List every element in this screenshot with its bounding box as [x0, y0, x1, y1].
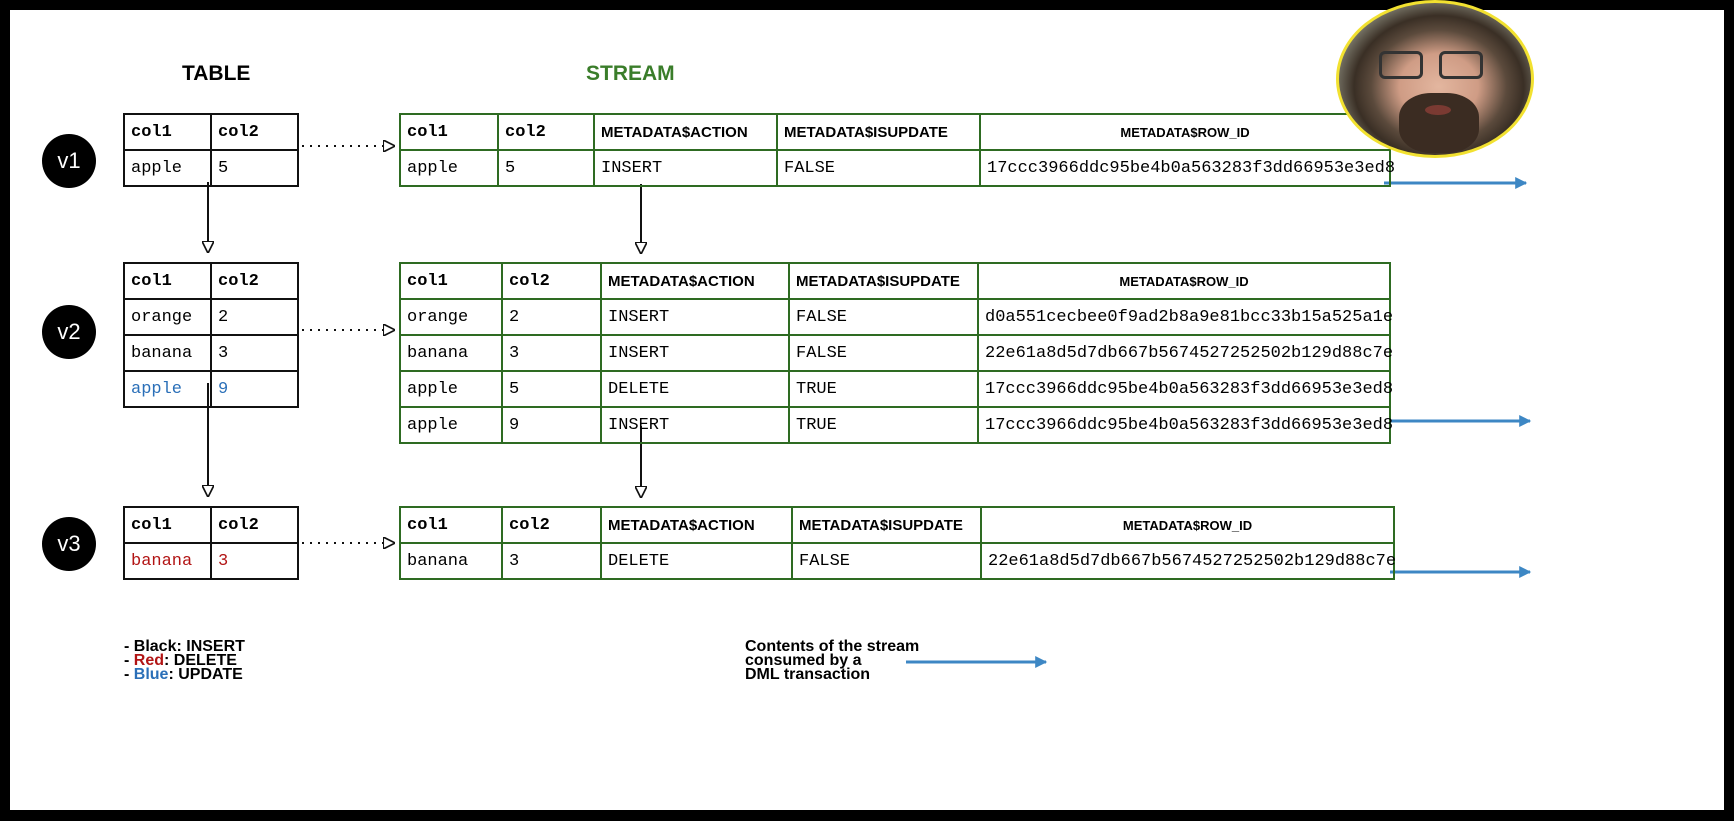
stream-v2: col1 col2 METADATA$ACTION METADATA$ISUPD… — [399, 262, 1393, 444]
col2-cell: 3 — [501, 542, 602, 580]
stream-row: apple 5 INSERT FALSE 17ccc3966ddc95be4b0… — [399, 149, 1395, 187]
isupdate-cell: FALSE — [791, 542, 982, 580]
col1-cell-deleted: banana — [123, 542, 212, 580]
action-cell: DELETE — [600, 542, 793, 580]
col2-header: col2 — [210, 506, 299, 544]
col1-cell: apple — [399, 149, 499, 187]
col1-cell: banana — [123, 334, 212, 372]
stream-row: banana 3 INSERT FALSE 22e61a8d5d7db667b5… — [399, 334, 1393, 372]
stream-header-row: col1 col2 METADATA$ACTION METADATA$ISUPD… — [399, 506, 1395, 544]
col1-cell-updated: apple — [123, 370, 212, 408]
presenter-webcam — [1336, 0, 1534, 158]
table-header-row: col1 col2 — [123, 506, 299, 544]
version-badge-v1: v1 — [42, 134, 96, 188]
table-v2: col1 col2 orange 2 banana 3 apple 9 — [123, 262, 299, 408]
col2-header: col2 — [210, 113, 299, 151]
isupdate-cell: FALSE — [788, 334, 979, 372]
row-id-cell: 17ccc3966ddc95be4b0a563283f3dd66953e3ed8 — [977, 406, 1393, 444]
col2-cell: 3 — [501, 334, 602, 372]
row-id-cell: d0a551cecbee0f9ad2b8a9e81bcc33b15a525a1e — [977, 298, 1393, 336]
stream-row: orange 2 INSERT FALSE d0a551cecbee0f9ad2… — [399, 298, 1393, 336]
stream-consumed-note: Contents of the stream consumed by a DML… — [745, 638, 920, 683]
connector-arrows — [10, 10, 1532, 668]
col2-cell-deleted: 3 — [210, 542, 299, 580]
action-cell: INSERT — [593, 149, 778, 187]
row-id-cell: 22e61a8d5d7db667b5674527252502b129d88c7e — [977, 334, 1393, 372]
table-header-row: col1 col2 — [123, 113, 299, 151]
isupdate-cell: FALSE — [776, 149, 981, 187]
col1-cell: orange — [123, 298, 212, 336]
col1-cell: banana — [399, 542, 503, 580]
isupdate-cell: FALSE — [788, 298, 979, 336]
action-cell: INSERT — [600, 406, 790, 444]
stream-header-row: col1 col2 METADATA$ACTION METADATA$ISUPD… — [399, 113, 1391, 151]
col2-cell-updated: 9 — [210, 370, 299, 408]
table-v3: col1 col2 banana 3 — [123, 506, 299, 580]
table-row: banana 3 — [123, 542, 299, 580]
legend-blue: - Blue: UPDATE — [124, 666, 243, 683]
version-badge-v3: v3 — [42, 517, 96, 571]
col2-header: col2 — [501, 506, 602, 544]
isupdate-cell: TRUE — [788, 406, 979, 444]
stream-v3: col1 col2 METADATA$ACTION METADATA$ISUPD… — [399, 506, 1396, 580]
legend-black: - Black: INSERT — [124, 638, 245, 655]
isupdate-header: METADATA$ISUPDATE — [791, 506, 982, 544]
col1-header: col1 — [399, 113, 499, 151]
col1-header: col1 — [399, 506, 503, 544]
table-header: TABLE — [182, 62, 251, 85]
col2-cell: 5 — [210, 149, 299, 187]
col2-cell: 2 — [501, 298, 602, 336]
row-id-header: METADATA$ROW_ID — [979, 113, 1391, 151]
col1-cell: apple — [399, 370, 503, 408]
row-id-cell: 22e61a8d5d7db667b5674527252502b129d88c7e — [980, 542, 1396, 580]
stream-v1: col1 col2 METADATA$ACTION METADATA$ISUPD… — [399, 113, 1395, 187]
action-cell: INSERT — [600, 298, 790, 336]
col2-cell: 2 — [210, 298, 299, 336]
col1-header: col1 — [123, 262, 212, 300]
row-id-cell: 17ccc3966ddc95be4b0a563283f3dd66953e3ed8 — [979, 149, 1395, 187]
col2-cell: 5 — [497, 149, 595, 187]
action-header: METADATA$ACTION — [600, 506, 793, 544]
stream-row: banana 3 DELETE FALSE 22e61a8d5d7db667b5… — [399, 542, 1396, 580]
isupdate-header: METADATA$ISUPDATE — [788, 262, 979, 300]
row-id-cell: 17ccc3966ddc95be4b0a563283f3dd66953e3ed8 — [977, 370, 1393, 408]
table-row: orange 2 — [123, 298, 299, 336]
col1-header: col1 — [123, 113, 212, 151]
stream-row: apple 5 DELETE TRUE 17ccc3966ddc95be4b0a… — [399, 370, 1393, 408]
table-row: apple 9 — [123, 370, 299, 408]
legend-red: - Red: DELETE — [124, 652, 237, 669]
table-header-row: col1 col2 — [123, 262, 299, 300]
isupdate-header: METADATA$ISUPDATE — [776, 113, 981, 151]
col2-cell: 3 — [210, 334, 299, 372]
stream-header: STREAM — [586, 62, 675, 85]
col1-cell: banana — [399, 334, 503, 372]
col2-header: col2 — [497, 113, 595, 151]
table-row: apple 5 — [123, 149, 299, 187]
col1-header: col1 — [399, 262, 503, 300]
slide: TABLE STREAM v1 v2 v3 col1 — [10, 0, 1724, 810]
action-cell: DELETE — [600, 370, 790, 408]
stream-header-row: col1 col2 METADATA$ACTION METADATA$ISUPD… — [399, 262, 1391, 300]
stream-row: apple 9 INSERT TRUE 17ccc3966ddc95be4b0a… — [399, 406, 1393, 444]
col1-cell: apple — [399, 406, 503, 444]
action-header: METADATA$ACTION — [600, 262, 790, 300]
isupdate-cell: TRUE — [788, 370, 979, 408]
col1-cell: orange — [399, 298, 503, 336]
color-legend: - Black: INSERT - Red: DELETE - Blue: UP… — [124, 638, 245, 683]
version-badge-v2: v2 — [42, 305, 96, 359]
col2-cell: 9 — [501, 406, 602, 444]
row-id-header: METADATA$ROW_ID — [980, 506, 1395, 544]
action-cell: INSERT — [600, 334, 790, 372]
col1-cell: apple — [123, 149, 212, 187]
action-header: METADATA$ACTION — [593, 113, 778, 151]
row-id-header: METADATA$ROW_ID — [977, 262, 1391, 300]
table-v1: col1 col2 apple 5 — [123, 113, 299, 187]
col2-header: col2 — [501, 262, 602, 300]
col1-header: col1 — [123, 506, 212, 544]
col2-cell: 5 — [501, 370, 602, 408]
col2-header: col2 — [210, 262, 299, 300]
table-row: banana 3 — [123, 334, 299, 372]
